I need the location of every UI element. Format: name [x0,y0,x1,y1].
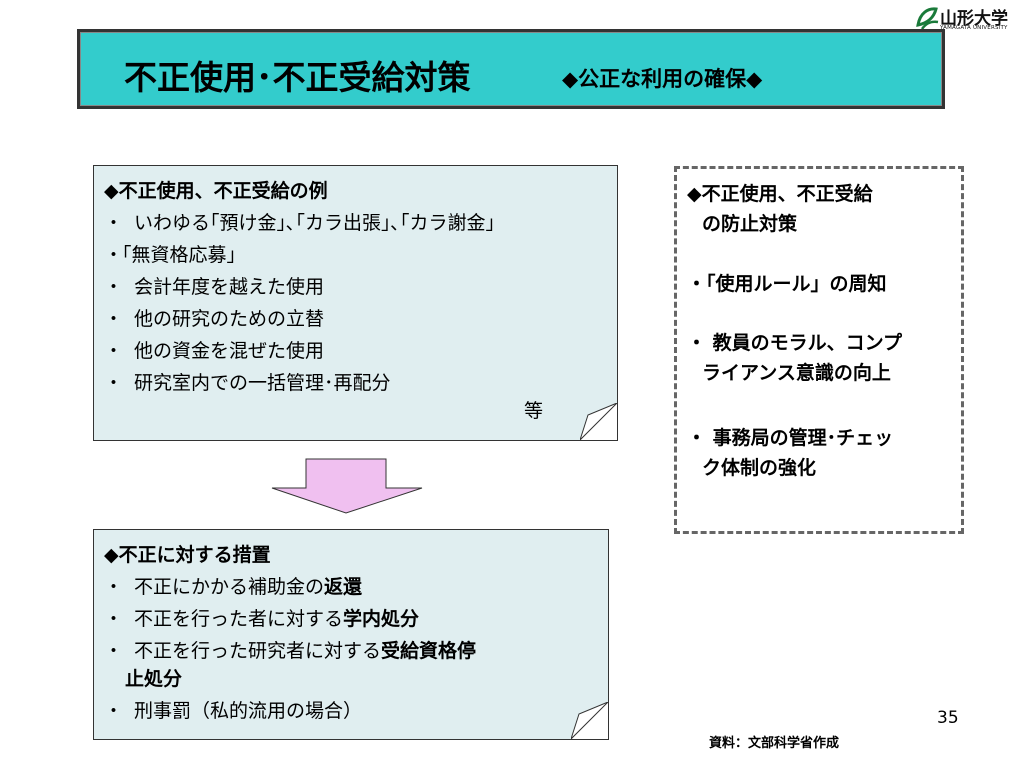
list-item: ・他の研究のための立替 [104,308,325,330]
page-subtitle: ◆公正な利用の確保◆ [562,67,763,91]
list-item: ・会計年度を越えた使用 [104,276,325,298]
prevention-item-morals: ・ 教員のモラル、コンプ [687,332,903,354]
logo-name: 山形大学 [940,9,1008,29]
logo-english-name: YAMAGATA UNIVERSITY [940,25,1008,31]
page-title: 不正使用･不正受給対策 [124,58,471,97]
prevention-item-rules: ・「使用ルール」の周知 [687,273,887,295]
list-item: ・不正にかかる補助金の返還 [104,576,363,598]
examples-heading: ◆不正使用、不正受給の例 [104,180,328,202]
source-note: 資料：文部科学省作成 [709,736,840,751]
measures-note-box: ◆不正に対する措置 ・不正にかかる補助金の返還 ・不正を行った者に対する学内処分… [93,529,609,740]
prevention-box: ◆不正使用、不正受給 の防止対策 ・「使用ルール」の周知 ・ 教員のモラル、コン… [674,166,964,534]
page-fold-icon [571,702,609,740]
list-item: ・不正を行った者に対する学内処分 [104,608,420,630]
list-item: ・他の資金を混ぜた使用 [104,340,325,362]
prevention-heading: ◆不正使用、不正受給 [687,183,873,205]
leaf-logo-icon [916,7,939,30]
title-banner: 不正使用･不正受給対策 ◆公正な利用の確保◆ [77,29,945,109]
down-arrow-icon [271,458,423,514]
prevention-item-morals-line2: ライアンス意識の向上 [702,362,891,384]
list-item: ・不正を行った研究者に対する受給資格停 [104,640,477,662]
examples-note-box: ◆不正使用、不正受給の例 ・いわゆる｢預け金｣､｢カラ出張｣､｢カラ謝金｣ ・｢… [93,165,618,441]
list-item: ・研究室内での一括管理･再配分 [104,372,391,394]
prevention-heading-line2: の防止対策 [702,213,798,235]
etc-label: 等 [524,400,544,422]
measures-heading: ◆不正に対する措置 [104,544,271,566]
list-item: ・刑事罰（私的流用の場合） [104,700,363,722]
list-item: ・｢無資格応募｣ [104,244,237,266]
list-item-continuation: 止処分 [125,668,183,690]
list-item: ・いわゆる｢預け金｣､｢カラ出張｣､｢カラ謝金｣ [104,212,496,234]
page-number: 35 [937,708,959,728]
prevention-item-checks: ・ 事務局の管理･チェッ [687,427,894,449]
university-logo: 山形大学 YAMAGATA UNIVERSITY [916,4,1020,34]
prevention-item-checks-line2: ク体制の強化 [702,457,817,479]
page-fold-icon [580,403,618,441]
